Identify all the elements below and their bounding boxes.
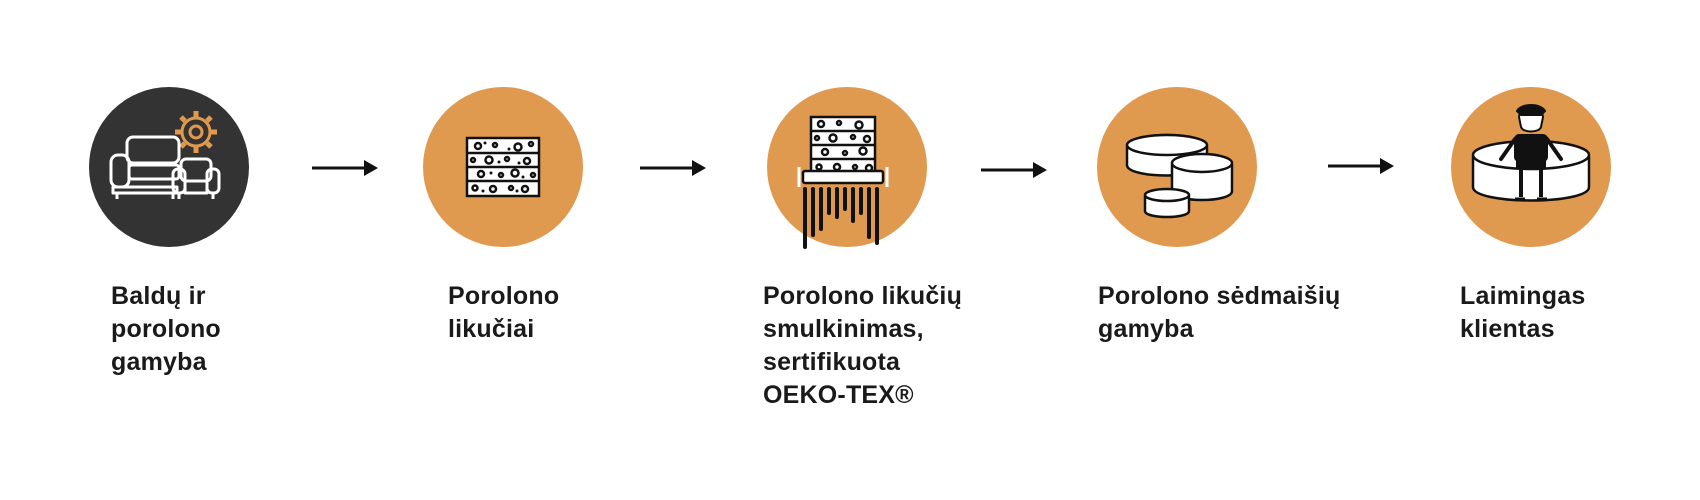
arrow-icon: [1328, 158, 1394, 174]
arrow-icon: [640, 160, 706, 176]
foam-shredder-icon: [797, 115, 889, 249]
sofa-gear-icon: [109, 111, 221, 199]
step-4-label: Porolono sėdmaišių gamyba: [1098, 282, 1341, 343]
step-1-label: Baldų ir porolono gamyba: [111, 282, 221, 376]
arrow-icon: [981, 162, 1047, 178]
foam-block-icon: [465, 136, 541, 198]
arrow-icon: [312, 160, 378, 176]
step-2-label: Porolono likučiai: [448, 282, 560, 343]
step-3-label: Porolono likučių smulkinimas, sertifikuo…: [763, 282, 963, 409]
step-5-label: Laimingas klientas: [1460, 282, 1586, 343]
beanbags-icon: [1125, 133, 1234, 219]
step-1-circle: [89, 87, 249, 247]
happy-client-icon: [1471, 104, 1591, 202]
